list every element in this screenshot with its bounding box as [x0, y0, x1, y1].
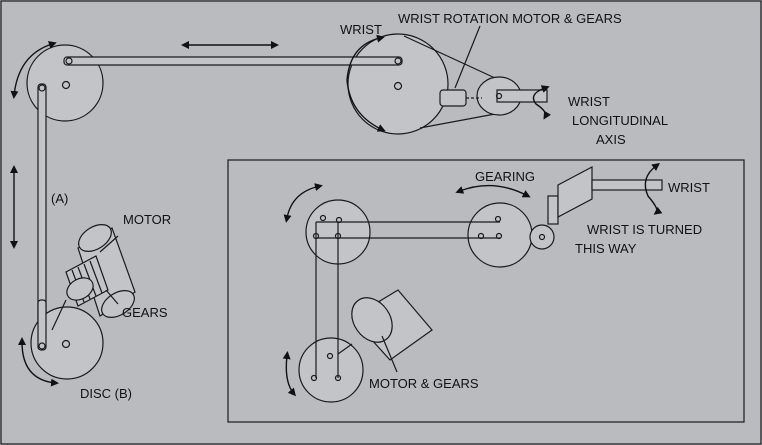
label-arm-a: (A)	[51, 191, 68, 206]
label-wrist-inset: WRIST	[668, 180, 710, 195]
inset-motor-leader	[381, 335, 398, 373]
wrist-rotation-arrow	[346, 34, 386, 132]
inset-shoulder-arrow	[283, 183, 323, 223]
label-gears: GEARS	[122, 305, 168, 320]
wrist-motor-leader	[454, 25, 481, 89]
label-motor-gears: MOTOR & GEARS	[369, 376, 479, 391]
gears-leader	[105, 289, 119, 305]
label-disc-b: DISC (B)	[80, 386, 132, 401]
shoulder-pulley-hub	[61, 80, 71, 90]
motor-assembly	[51, 224, 136, 331]
wrist-rotation-motor	[403, 35, 548, 129]
disc-b-hub	[61, 339, 71, 349]
rod-pin-right	[394, 57, 402, 65]
label-wrist: WRIST	[340, 22, 382, 37]
label-longitudinal: LONGITUDINAL	[572, 113, 668, 128]
inset-wrist-arrow	[644, 162, 663, 215]
longitudinal-rotation-arrow	[532, 85, 551, 120]
label-this-way: THIS WAY	[575, 241, 637, 256]
shoulder-rotation-arrow	[10, 41, 57, 99]
inset-gearing-arrow	[455, 184, 531, 198]
motor-leader	[99, 235, 119, 253]
inset-motor	[337, 289, 433, 361]
inset-frame	[227, 159, 745, 423]
label-gearing: GEARING	[475, 169, 535, 184]
inset-base-arrow	[282, 351, 296, 397]
inset-base-gear	[298, 337, 364, 403]
rod-pin-left	[65, 57, 73, 65]
inset-linkage	[310, 214, 503, 382]
label-wrist-rotation-motor: WRIST ROTATION MOTOR & GEARS	[398, 11, 622, 26]
horizontal-rod	[63, 56, 403, 66]
inset-wrist-gear	[467, 202, 533, 268]
inset-wrist-assembly	[529, 166, 663, 250]
label-motor: MOTOR	[123, 212, 171, 227]
label-axis: AXIS	[596, 132, 626, 147]
label-wrist-is-turned: WRIST IS TURNED	[587, 222, 702, 237]
label-wrist-longitudinal: WRIST	[568, 94, 610, 109]
wrist-pulley-hub	[393, 81, 403, 91]
disc-rotation-arrow	[18, 337, 59, 387]
